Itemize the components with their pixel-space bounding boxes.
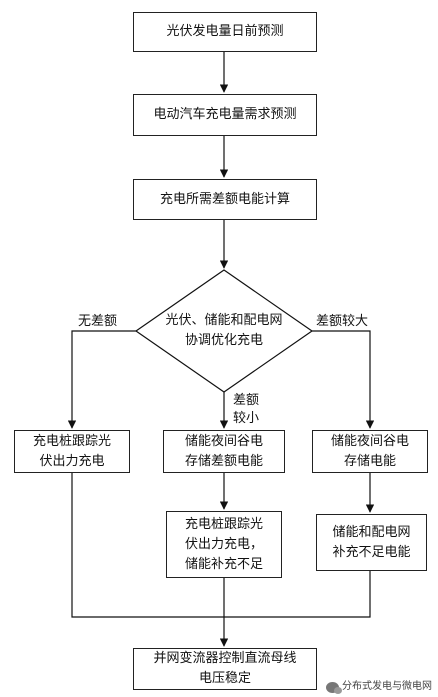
arrow-no-diff: [67, 330, 136, 429]
arrow-large-diff: [312, 330, 375, 429]
node-ev-forecast: 电动汽车充电量需求预测: [133, 94, 317, 136]
edge-label-large-diff: 差额较大: [316, 314, 369, 329]
node-grid-supplement: 储能和配电网 补充不足电能: [316, 514, 427, 571]
watermark: 分布式发电与微电网: [326, 681, 432, 694]
node-store-diff: 储能夜间谷电 存储差额电能: [163, 430, 285, 473]
node-track-pv: 充电桩跟踪光 伏出力充电: [14, 430, 130, 473]
edge-label-no-diff: 无差额: [78, 314, 118, 329]
edge-label-small-diff: 差额 较小: [233, 393, 260, 426]
node-pv-forecast: 光伏发电量日前预测: [133, 12, 317, 52]
watermark-text: 分布式发电与微电网: [342, 681, 432, 692]
wechat-icon: [326, 681, 342, 694]
node-energy-calc: 充电所需差额电能计算: [133, 179, 317, 220]
merge-right: [224, 571, 371, 618]
node-converter: 并网变流器控制直流母线 电压稳定: [133, 648, 317, 690]
node-coordination-label: 光伏、储能和配电网 协调优化充电: [165, 313, 283, 348]
node-store-night: 储能夜间谷电 存储电能: [312, 430, 428, 473]
node-track-supplement: 充电桩跟踪光 伏出力充电， 储能补充不足: [166, 511, 282, 578]
merge-left: [71, 473, 224, 618]
